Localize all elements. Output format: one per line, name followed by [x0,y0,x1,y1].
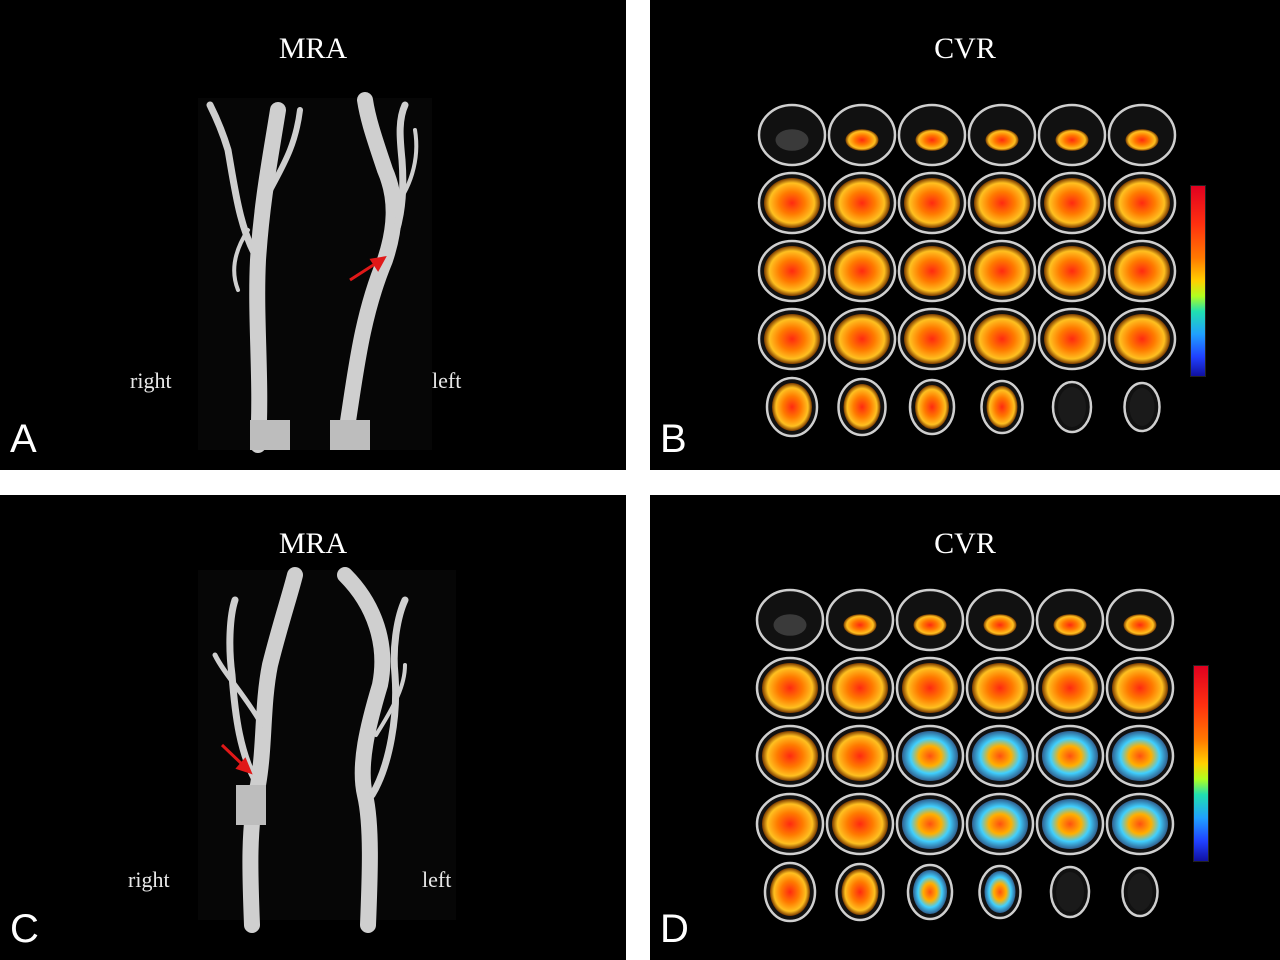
cvr-slice-grid [757,103,1177,438]
panel-title: CVR [934,527,996,560]
brain-slice [825,792,895,856]
brain-slice [1107,103,1177,167]
brain-slice [897,307,967,371]
brain-slice [755,656,825,720]
brain-slice [755,792,825,856]
cvr-color-scale [1190,185,1206,377]
brain-slice [1105,724,1175,788]
brain-slice [965,656,1035,720]
brain-slice [763,861,817,923]
brain-slice [757,307,827,371]
brain-slice [965,792,1035,856]
brain-slice [1107,307,1177,371]
brain-slice [825,588,895,652]
brain-slice [965,724,1035,788]
brain-slice [897,103,967,167]
brain-slice [897,171,967,235]
panel-letter: B [660,417,687,461]
brain-slice [1037,239,1107,303]
brain-slice [965,588,1035,652]
brain-slice [980,379,1024,435]
brain-slice [895,656,965,720]
brain-slice [1123,381,1161,433]
brain-slice [1105,588,1175,652]
brain-slice [1037,103,1107,167]
brain-slice [835,862,885,922]
brain-slice [906,863,954,921]
brain-slice [825,656,895,720]
brain-slice [895,792,965,856]
brain-slice [1105,792,1175,856]
brain-slice [967,239,1037,303]
panel-letter: A [10,417,37,461]
brain-slice [1049,865,1091,919]
brain-slice [967,307,1037,371]
left-side-label: left [432,368,462,393]
panel-d-cvr: CVR D [650,495,1280,960]
brain-slice [978,864,1022,920]
brain-slice [895,724,965,788]
brain-slice [1037,171,1107,235]
panel-title: CVR [934,32,996,65]
brain-slice [1035,656,1105,720]
brain-slice [755,588,825,652]
brain-slice [1051,380,1093,434]
brain-slice [1035,588,1105,652]
brain-slice [765,376,819,438]
panel-letter: C [10,907,39,951]
brain-slice [837,377,887,437]
panel-title: MRA [278,527,348,560]
right-side-label: right [130,368,172,393]
right-side-label: right [128,867,170,892]
brain-slice [908,378,956,436]
brain-slice [1107,171,1177,235]
brain-slice [825,724,895,788]
panel-c-mra: MRA right left C [0,495,626,960]
brain-slice [1035,792,1105,856]
mra-vessels-image [198,92,432,453]
cvr-color-scale [1193,665,1209,862]
brain-slice [755,724,825,788]
brain-slice [827,103,897,167]
brain-slice [827,171,897,235]
brain-slice [757,171,827,235]
brain-slice [827,307,897,371]
brain-slice [895,588,965,652]
brain-slice [967,171,1037,235]
left-side-label: left [422,867,452,892]
brain-slice [1037,307,1107,371]
panel-a-mra: MRA right left A [0,0,626,470]
brain-slice [1121,866,1159,918]
panel-b-cvr: CVR B [650,0,1280,470]
brain-slice [827,239,897,303]
brain-slice [1107,239,1177,303]
brain-slice [897,239,967,303]
brain-slice [1105,656,1175,720]
panel-title: MRA [278,32,348,65]
brain-slice [757,103,827,167]
brain-slice [967,103,1037,167]
brain-slice [757,239,827,303]
panel-letter: D [660,907,689,951]
mra-vessels-image [198,567,456,933]
cvr-slice-grid [755,588,1175,923]
brain-slice [1035,724,1105,788]
